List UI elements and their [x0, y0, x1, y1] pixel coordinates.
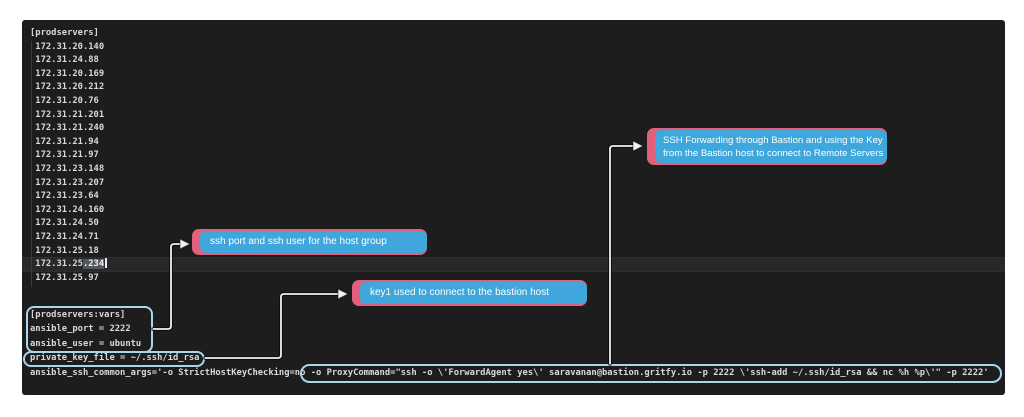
var-ssh-common-args[interactable]: ansible_ssh_common_args='-o StrictHostKe… — [30, 366, 989, 380]
host-ip-line[interactable]: 172.31.25.97 — [30, 272, 99, 283]
annotation-callout-ssh-forwarding: SSH Forwarding through Bastion and using… — [647, 128, 887, 165]
host-ip-line[interactable]: 172.31.24.88 — [30, 55, 99, 66]
ssh-args-proxycommand: -o ProxyCommand="ssh -o \'ForwardAgent y… — [310, 367, 989, 378]
host-ip-line[interactable]: 172.31.23.64 — [30, 191, 99, 202]
vars-group-header[interactable]: [prodservers:vars] — [30, 310, 126, 320]
callout-text-line2: from the Bastion host to connect to Remo… — [663, 147, 884, 159]
vars-block: [prodservers:vars] ansible_port = 2222 a… — [30, 308, 989, 380]
annotation-callout-ssh-port-user: ssh port and ssh user for the host group — [192, 229, 427, 255]
callout-body: key1 used to connect to the bastion host — [360, 282, 587, 304]
annotation-callout-key1: key1 used to connect to the bastion host — [352, 280, 587, 306]
current-line-highlight — [22, 257, 1005, 272]
terminal-editor[interactable]: [prodservers] 172.31.20.140 172.31.24.88… — [22, 20, 1005, 395]
arrowhead-icon — [632, 140, 645, 152]
host-ip-line[interactable]: 172.31.21.201 — [30, 109, 105, 120]
host-ip-line[interactable]: 172.31.23.148 — [30, 163, 105, 174]
callout-body: SSH Forwarding through Bastion and using… — [655, 130, 887, 163]
callout-text: key1 used to connect to the bastion host — [370, 287, 550, 298]
host-ip-line[interactable]: 172.31.24.71 — [30, 231, 99, 242]
ssh-args-prefix: ansible_ssh_common_args='-o StrictHostKe… — [30, 367, 311, 378]
indent-guide — [31, 41, 32, 287]
arrowhead-icon — [337, 288, 350, 300]
host-ip-line[interactable]: 172.31.24.160 — [30, 204, 105, 215]
callout-body: ssh port and ssh user for the host group — [200, 231, 427, 253]
host-list: [prodservers] 172.31.20.140 172.31.24.88… — [30, 27, 108, 285]
text-cursor — [105, 257, 108, 268]
host-ip-line[interactable]: 172.31.24.50 — [30, 218, 99, 229]
host-ip-line[interactable]: 172.31.21.97 — [30, 150, 99, 161]
var-ansible-user[interactable]: ansible_user = ubuntu — [30, 338, 142, 349]
host-ip-line[interactable]: 172.31.21.94 — [30, 136, 99, 147]
arrowhead-icon — [179, 238, 192, 250]
host-ip-line[interactable]: 172.31.20.76 — [30, 95, 99, 106]
var-private-key-file[interactable]: private_key_file = ~/.ssh/id_rsa — [30, 353, 200, 364]
host-ip-line[interactable]: 172.31.25.18 — [30, 245, 99, 256]
var-ansible-port[interactable]: ansible_port = 2222 — [30, 324, 131, 335]
callout-text-line1: SSH Forwarding through Bastion and using… — [663, 134, 883, 146]
selected-text: .234 — [82, 259, 105, 270]
host-ip-line[interactable]: 172.31.25.234 — [30, 257, 108, 272]
host-ip-line[interactable]: 172.31.20.140 — [30, 41, 105, 52]
host-ip-line[interactable]: 172.31.23.207 — [30, 177, 105, 188]
host-ip-line[interactable]: 172.31.21.240 — [30, 123, 105, 134]
host-ip-line[interactable]: 172.31.20.212 — [30, 82, 105, 93]
host-ip-line[interactable]: 172.31.20.169 — [30, 68, 105, 79]
callout-text: ssh port and ssh user for the host group — [210, 236, 387, 247]
host-group-header[interactable]: [prodservers] — [30, 28, 99, 38]
